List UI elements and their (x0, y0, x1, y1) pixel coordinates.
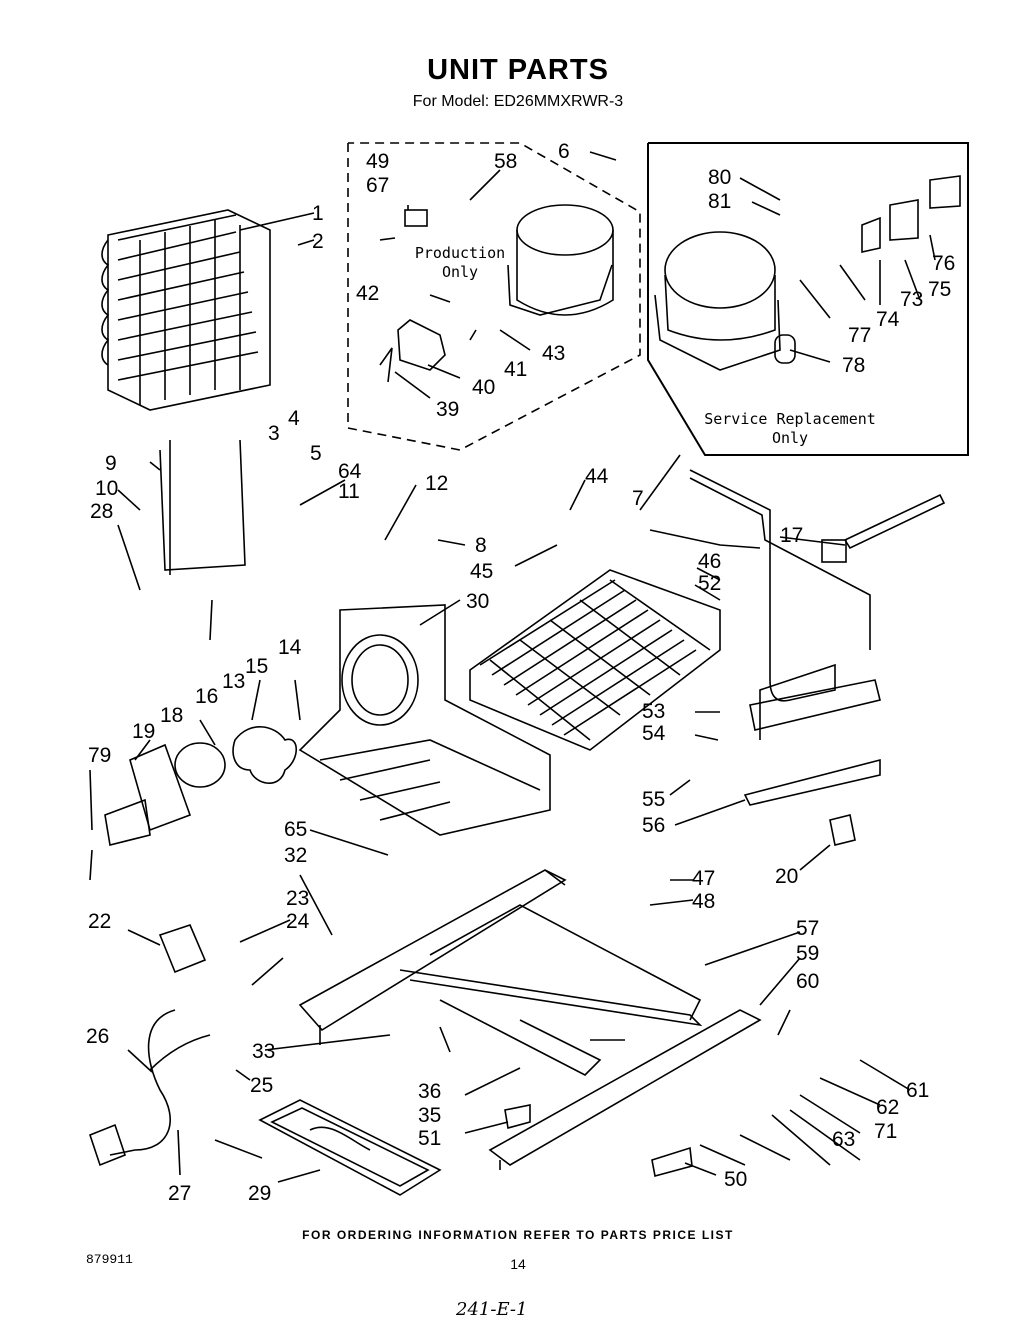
callout-7: 7 (632, 487, 644, 510)
callout-73: 73 (900, 288, 923, 311)
callout-79: 79 (88, 744, 111, 767)
callout-67: 67 (366, 174, 389, 197)
callout-5: 5 (310, 442, 322, 465)
callout-58: 58 (494, 150, 517, 173)
callout-61: 61 (906, 1079, 929, 1102)
callout-14: 14 (278, 636, 302, 659)
callout-24: 24 (286, 910, 310, 933)
callout-49: 49 (366, 150, 389, 173)
callout-36: 36 (418, 1080, 441, 1103)
callout-13: 13 (222, 670, 245, 693)
callout-44: 44 (585, 465, 609, 488)
callout-52: 52 (698, 572, 721, 595)
callout-42: 42 (356, 282, 379, 305)
callout-15: 15 (245, 655, 268, 678)
condenser-coil (101, 209, 271, 411)
callout-60: 60 (796, 970, 819, 993)
callout-41: 41 (504, 358, 527, 381)
ordering-footer: FOR ORDERING INFORMATION REFER TO PARTS … (302, 1228, 734, 1242)
callout-32: 32 (284, 844, 307, 867)
callout-29: 29 (248, 1182, 271, 1205)
callout-35: 35 (418, 1104, 441, 1127)
callout-45: 45 (470, 560, 493, 583)
callout-4: 4 (288, 407, 300, 430)
model-subtitle: For Model: ED26MMXRWR-3 (412, 93, 624, 110)
callout-80: 80 (708, 166, 731, 189)
callout-48: 48 (692, 890, 715, 913)
callout-2: 2 (312, 230, 324, 253)
callout-17: 17 (780, 524, 803, 547)
handwritten-note: 241-E-1 (456, 1299, 528, 1320)
callout-54: 54 (642, 722, 666, 745)
callout-20: 20 (775, 865, 798, 888)
callout-3: 3 (268, 422, 280, 445)
callout-75: 75 (928, 278, 951, 301)
callout-63: 63 (832, 1128, 855, 1151)
fan-bracket (298, 604, 551, 836)
callout-53: 53 (642, 700, 665, 723)
callout-47: 47 (692, 867, 715, 890)
callout-51: 51 (418, 1127, 441, 1150)
page-title: UNIT PARTS (427, 54, 609, 86)
base-frame (298, 869, 762, 1170)
callout-65: 65 (284, 818, 307, 841)
callout-33: 33 (252, 1040, 275, 1063)
callout-1: 1 (312, 202, 324, 225)
callout-27: 27 (168, 1182, 191, 1205)
compressor (507, 204, 614, 316)
callout-10: 10 (95, 477, 118, 500)
callout-30: 30 (466, 590, 489, 613)
callout-50: 50 (724, 1168, 747, 1191)
callout-64: 64 (338, 460, 362, 483)
callout-8: 8 (475, 534, 487, 557)
service-compressor (654, 231, 781, 371)
callout-26: 26 (86, 1025, 109, 1048)
callout-labels: 1 2 3 4 5 6 7 8 9 10 11 12 13 14 15 16 1… (86, 140, 955, 1205)
callout-6: 6 (558, 140, 570, 163)
callout-59: 59 (796, 942, 819, 965)
page-number: 14 (510, 1256, 526, 1272)
callout-71: 71 (874, 1120, 897, 1143)
callout-12: 12 (425, 472, 448, 495)
callout-9: 9 (105, 452, 117, 475)
service-box (647, 142, 969, 456)
callout-16: 16 (195, 685, 218, 708)
callout-62: 62 (876, 1096, 899, 1119)
evaporator-coil (469, 569, 721, 751)
callout-22: 22 (88, 910, 111, 933)
callout-23: 23 (286, 887, 309, 910)
service-replacement-label: Service Replacement Only (704, 410, 876, 447)
document-code: 879911 (86, 1252, 133, 1267)
callout-43: 43 (542, 342, 565, 365)
callout-39: 39 (436, 398, 459, 421)
callout-11: 11 (338, 480, 360, 503)
callout-46: 46 (698, 550, 721, 573)
drain-pan (258, 1099, 442, 1196)
production-only-label: Production Only (414, 244, 506, 281)
callout-18: 18 (160, 704, 183, 727)
callout-81: 81 (708, 190, 731, 213)
callout-77: 77 (848, 324, 871, 347)
production-box (347, 142, 641, 451)
callout-25: 25 (250, 1074, 273, 1097)
callout-40: 40 (472, 376, 495, 399)
callout-55: 55 (642, 788, 665, 811)
callout-57: 57 (796, 917, 819, 940)
callout-28: 28 (90, 500, 113, 523)
callout-74: 74 (876, 308, 900, 331)
callout-19: 19 (132, 720, 155, 743)
callout-56: 56 (642, 814, 665, 837)
callout-76: 76 (932, 252, 955, 275)
callout-78: 78 (842, 354, 865, 377)
